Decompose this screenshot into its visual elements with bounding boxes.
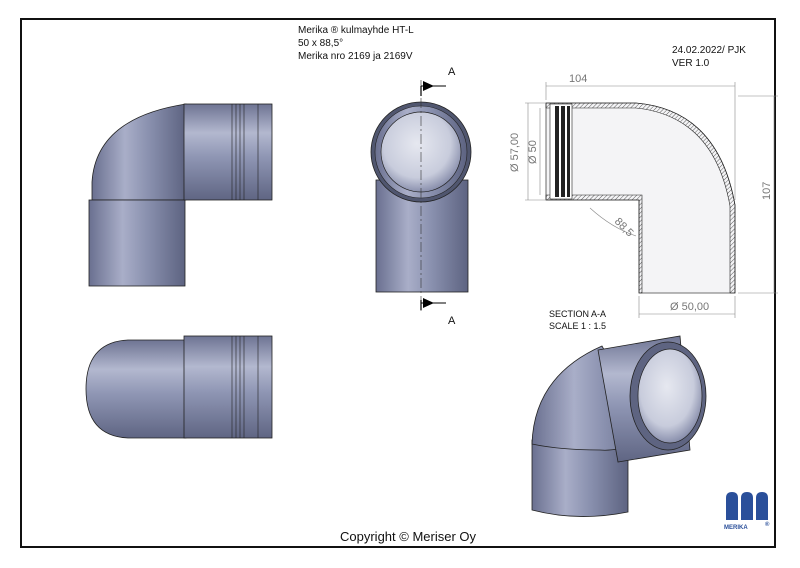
- dim-length: 104: [569, 73, 587, 85]
- dim-spigot-diameter: Ø 50,00: [670, 301, 709, 313]
- revision-block: 24.02.2022/ PJK VER 1.0: [672, 44, 746, 70]
- top-view: [85, 335, 273, 439]
- iso-socket-opening: [637, 348, 703, 444]
- front-spigot: [88, 199, 186, 287]
- top-elbow-dome: [85, 339, 187, 439]
- top-socket: [183, 335, 273, 439]
- revision-version: VER 1.0: [672, 58, 710, 69]
- dim-angle: 88,5: [612, 216, 636, 240]
- front-elbow-bend: [91, 103, 187, 201]
- drawing-frame: [20, 18, 776, 548]
- merika-logo: MERIKA ®: [724, 492, 770, 531]
- dim-inner-diameter: Ø 50: [527, 140, 539, 164]
- revision-date: 24.02.2022/ PJK: [672, 45, 746, 56]
- section-label-block: SECTION A-A SCALE 1 : 1.5: [549, 308, 606, 332]
- svg-text:®: ®: [765, 521, 770, 528]
- cut-marker-bottom: A: [448, 315, 456, 327]
- section-scale: SCALE 1 : 1.5: [549, 321, 607, 331]
- product-title: Merika ® kulmayhde HT-L: [298, 25, 414, 36]
- iso-spigot: [531, 439, 629, 517]
- dim-height: 107: [761, 182, 773, 200]
- title-block: Merika ® kulmayhde HT-L 50 x 88,5° Merik…: [298, 24, 414, 63]
- cut-marker-top: A: [448, 66, 456, 78]
- dim-outer-diameter: Ø 57,00: [509, 133, 521, 172]
- logo-wordmark: MERIKA: [724, 525, 748, 531]
- product-size: 50 x 88,5°: [298, 38, 344, 49]
- copyright-text: Copyright © Meriser Oy: [340, 529, 476, 544]
- section-view-drawing: 104 Ø 57,00 Ø 50 107 88,5 Ø 50,00: [509, 73, 778, 318]
- section-label: SECTION A-A: [549, 309, 607, 319]
- front-socket: [183, 103, 273, 201]
- side-view: [370, 80, 472, 312]
- isometric-view: [531, 335, 707, 517]
- product-number: Merika nro 2169 ja 2169V: [298, 51, 413, 62]
- front-view: [88, 103, 273, 287]
